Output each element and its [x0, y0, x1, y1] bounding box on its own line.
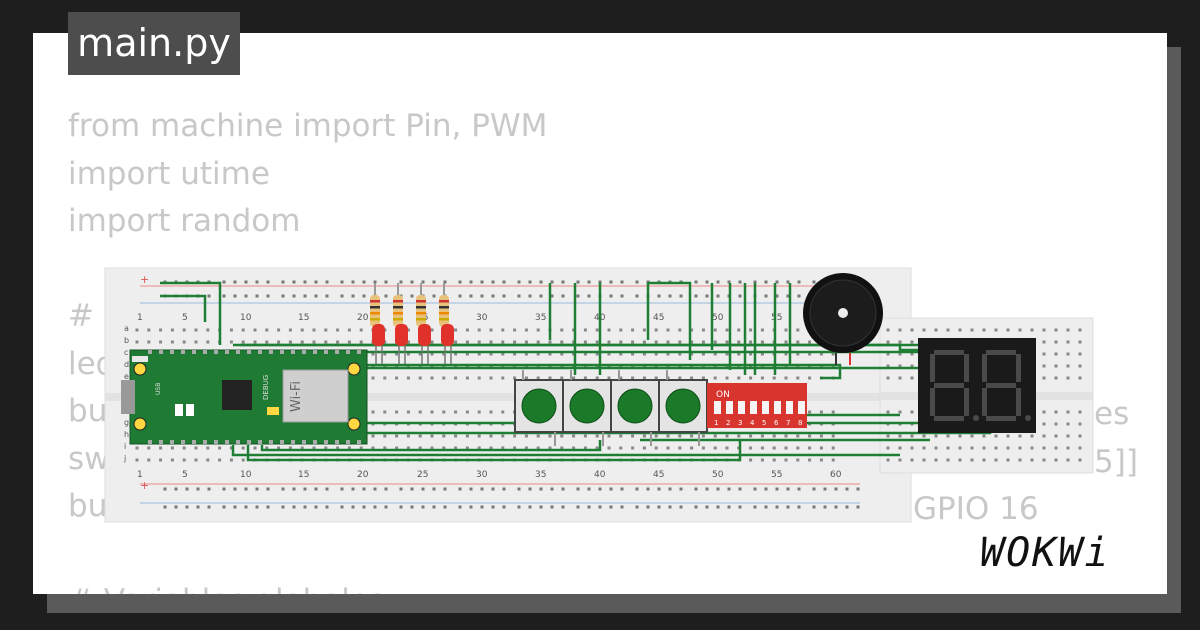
push-button[interactable]	[562, 370, 612, 446]
svg-text:4: 4	[750, 419, 755, 427]
push-button[interactable]	[658, 370, 708, 446]
led-array[interactable]	[372, 324, 454, 364]
dip-numbers: 1 2 3 4 5 6 7 8	[714, 419, 802, 427]
svg-text:20: 20	[357, 470, 369, 480]
svg-text:e: e	[124, 372, 129, 381]
svg-text:55: 55	[771, 313, 782, 323]
file-tab[interactable]: main.py	[68, 12, 240, 75]
code-line: import utime	[68, 155, 270, 192]
svg-text:15: 15	[298, 470, 309, 480]
led[interactable]	[418, 324, 431, 364]
led[interactable]	[441, 324, 454, 364]
rail-plus-label: +	[140, 479, 149, 492]
svg-text:40: 40	[594, 470, 606, 480]
svg-text:45: 45	[653, 313, 664, 323]
svg-text:i: i	[124, 442, 126, 451]
column-numbers-bottom: 1 5 10 15 20 25 30 35 40 45 50 55 60	[137, 470, 842, 480]
svg-text:h: h	[124, 430, 129, 439]
dip-on-label: ON	[716, 390, 730, 400]
svg-text:50: 50	[712, 470, 724, 480]
code-line: import random	[68, 203, 301, 239]
svg-text:j: j	[123, 454, 126, 463]
resistor-array[interactable]	[370, 283, 449, 345]
svg-text:50: 50	[712, 313, 724, 323]
svg-text:30: 30	[476, 313, 488, 323]
wokwi-logo: WOKWi	[980, 530, 1110, 576]
code-editor: from machine import Pin, PWM import utim…	[68, 103, 547, 594]
svg-text:3: 3	[738, 419, 742, 427]
code-fragment: GPIO 16	[913, 491, 1039, 527]
svg-text:1: 1	[714, 419, 718, 427]
code-line: # Variables globales	[68, 578, 547, 594]
svg-text:7: 7	[786, 419, 790, 427]
svg-text:WOKWi: WOKWi	[980, 530, 1110, 576]
svg-text:5: 5	[762, 419, 766, 427]
svg-text:1: 1	[137, 470, 143, 480]
dip-switch[interactable]: ON 1 2 3 4 5 6 7 8	[707, 383, 807, 428]
code-fragment: 5]]	[1094, 444, 1138, 480]
svg-text:55: 55	[771, 470, 782, 480]
raspberry-pi-pico-w[interactable]: Wi-Fi DEBUG USB	[121, 349, 368, 445]
svg-text:10: 10	[240, 313, 252, 323]
code-line: sw	[68, 440, 110, 477]
push-button[interactable]	[610, 370, 660, 446]
svg-text:35: 35	[535, 313, 546, 323]
rail-plus-label: +	[140, 273, 149, 286]
svg-text:45: 45	[653, 470, 664, 480]
svg-text:5: 5	[182, 313, 188, 323]
svg-text:60: 60	[830, 470, 842, 480]
svg-text:20: 20	[357, 313, 369, 323]
svg-text:15: 15	[298, 313, 309, 323]
svg-text:b: b	[124, 336, 129, 345]
svg-text:8: 8	[798, 419, 802, 427]
svg-text:25: 25	[417, 470, 428, 480]
led[interactable]	[372, 324, 385, 364]
svg-text:30: 30	[476, 470, 488, 480]
code-line: bu	[68, 393, 108, 429]
push-button-array[interactable]	[514, 370, 708, 446]
svg-text:d: d	[124, 360, 129, 369]
usb-label: USB	[155, 383, 162, 395]
svg-text:2: 2	[726, 419, 730, 427]
seven-segment-display[interactable]	[918, 338, 1036, 433]
debug-label: DEBUG	[262, 375, 270, 400]
svg-text:a: a	[124, 324, 129, 333]
svg-text:6: 6	[774, 419, 779, 427]
code-line: bu	[68, 488, 108, 524]
svg-text:10: 10	[240, 470, 252, 480]
led[interactable]	[395, 324, 408, 364]
buzzer[interactable]	[803, 273, 883, 365]
code-line: from machine import Pin, PWM	[68, 108, 548, 144]
svg-text:c: c	[124, 348, 128, 357]
svg-text:g: g	[124, 418, 129, 427]
svg-text:5: 5	[182, 470, 188, 480]
wifi-label: Wi-Fi	[289, 381, 304, 412]
svg-text:35: 35	[535, 470, 546, 480]
code-fragment: es	[1094, 396, 1129, 432]
svg-text:1: 1	[137, 313, 143, 323]
